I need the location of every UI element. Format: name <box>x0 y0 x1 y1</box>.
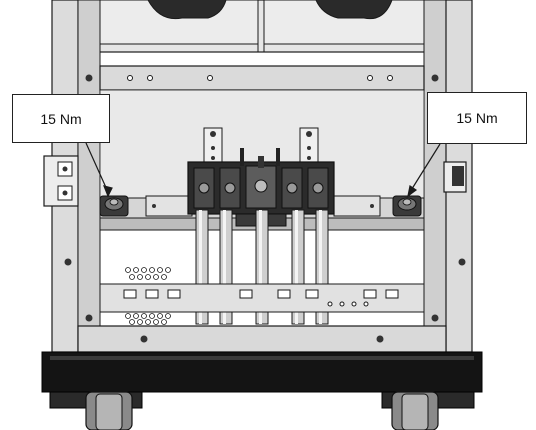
breaker-assembly <box>187 148 335 227</box>
torque-callout-right: 15 Nm <box>427 92 527 144</box>
plinth-base <box>41 351 483 393</box>
caster-left <box>49 391 143 430</box>
caster-right <box>381 391 475 430</box>
torque-callout-left: 15 Nm <box>12 94 110 143</box>
top-panel <box>83 0 441 53</box>
side-hinges <box>43 155 467 207</box>
lower-cross-beam <box>77 325 447 353</box>
leader-lines <box>85 142 441 198</box>
torque-bolt-right <box>392 195 422 217</box>
bus-brackets <box>203 127 319 173</box>
torque-callout-right-text: 15 Nm <box>456 110 498 126</box>
torque-bolt-left <box>99 195 129 217</box>
terminal-strip <box>99 283 425 313</box>
vent-grid <box>125 267 171 325</box>
top-cross-beam <box>99 65 425 91</box>
torque-callout-left-text: 15 Nm <box>40 110 82 127</box>
